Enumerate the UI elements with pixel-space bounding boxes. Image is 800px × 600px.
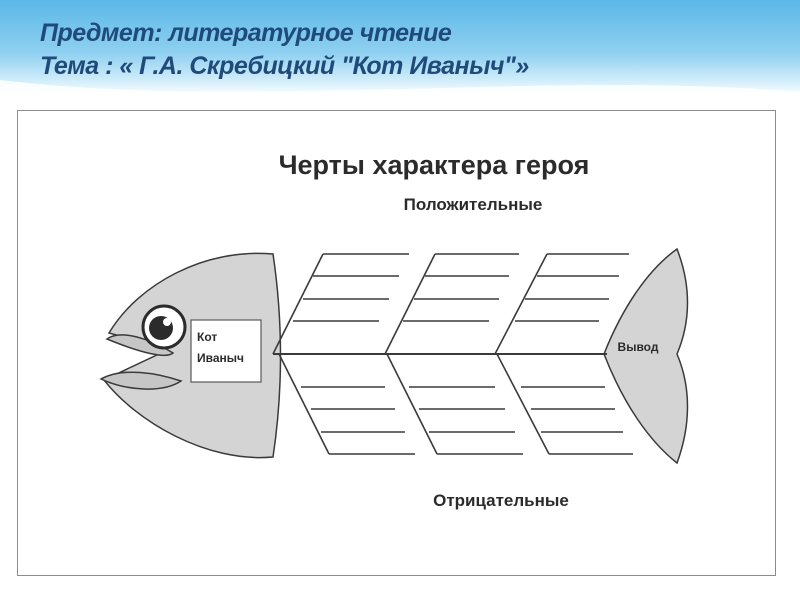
- lower-bone-1: [278, 353, 330, 455]
- header-swoosh: [0, 80, 800, 110]
- hero-name-line1: Кот: [197, 330, 217, 344]
- diagram-heading: Черты характера героя: [279, 150, 590, 180]
- fish-eye-icon: [141, 304, 187, 350]
- fish-upper-lip: [105, 334, 175, 357]
- lower-bones: [278, 353, 550, 455]
- fish-lower-lip: [99, 371, 183, 390]
- slide-title-topic: Тема : « Г.А. Скребицкий "Кот Иваныч"»: [40, 52, 529, 80]
- slide-title-subject: Предмет: литературное чтение: [40, 19, 452, 47]
- hero-name-box: [190, 319, 262, 383]
- hero-name-line2: Иваныч: [197, 351, 244, 365]
- tail-conclusion-label: Вывод: [618, 340, 659, 354]
- fishbone-diagram-frame: Черты характера героя Положительные Отри…: [17, 110, 776, 576]
- upper-bone-2: [384, 253, 436, 355]
- slide-title: Предмет: литературное чтение Тема : « Г.…: [40, 17, 529, 83]
- upper-bones: [272, 253, 548, 355]
- upper-writing-lines: [293, 253, 629, 322]
- fishbone-diagram: Черты характера героя Положительные Отри…: [99, 150, 689, 510]
- negative-traits-label: Отрицательные: [433, 491, 569, 510]
- fish-tail: [603, 247, 689, 465]
- lower-bone-3: [496, 353, 550, 455]
- lower-bone-2: [386, 353, 438, 455]
- positive-traits-label: Положительные: [404, 195, 543, 214]
- upper-bone-3: [494, 253, 548, 355]
- lower-writing-lines: [301, 386, 633, 455]
- upper-bone-1: [272, 253, 324, 355]
- header-banner: [0, 0, 800, 96]
